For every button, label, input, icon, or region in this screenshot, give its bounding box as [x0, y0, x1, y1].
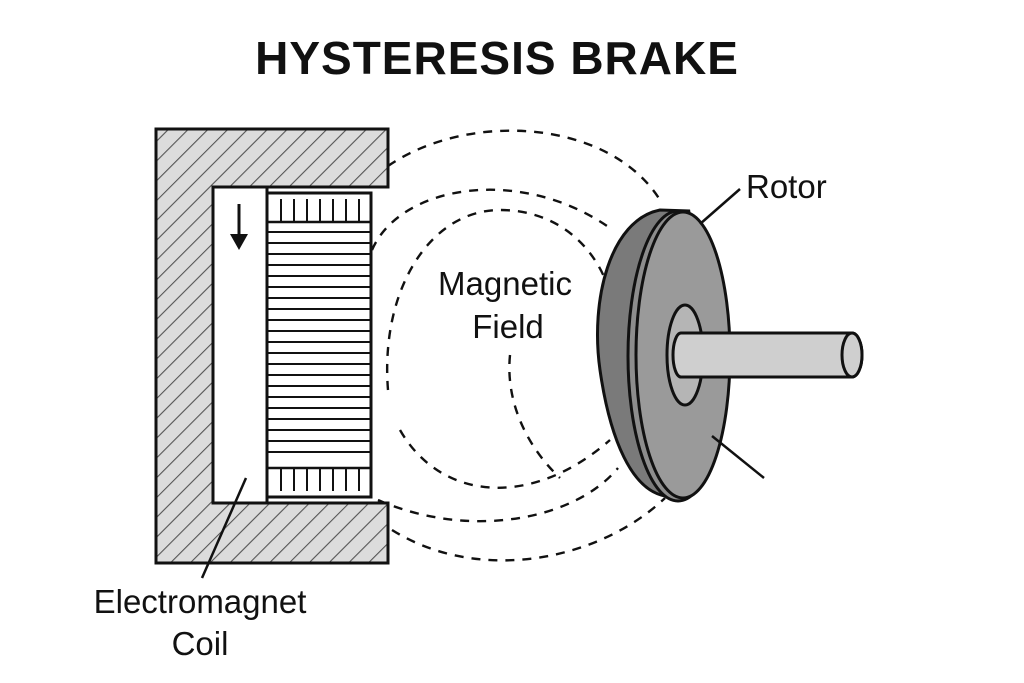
label-electromagnet-coil-line2: Coil [172, 625, 229, 662]
rotor-leader-line [699, 188, 741, 225]
diagram-title: HYSTERESIS BRAKE [255, 32, 739, 84]
label-rotor: Rotor [746, 168, 827, 205]
field-line-core [508, 354, 561, 479]
leader-lines [200, 188, 765, 579]
label-magnetic-field-line2: Field [472, 308, 544, 345]
label-magnetic-field-line1: Magnetic [438, 265, 572, 302]
field-line-outer [387, 129, 662, 201]
field-line-inner-lower [398, 429, 611, 489]
current-direction-arrow-icon [230, 204, 248, 250]
magnetic-field-lines [370, 129, 666, 562]
shaft [671, 331, 864, 379]
field-line-outer-lower [391, 497, 666, 562]
electromagnet-coil [265, 191, 373, 499]
field-line-inner [385, 208, 614, 391]
rotor-lower-leader-line [711, 435, 765, 479]
label-electromagnet-coil-line1: Electromagnet [94, 583, 307, 620]
field-line-middle-lower [377, 467, 619, 523]
field-line-middle [370, 188, 611, 251]
coil-leader-line [200, 477, 248, 579]
